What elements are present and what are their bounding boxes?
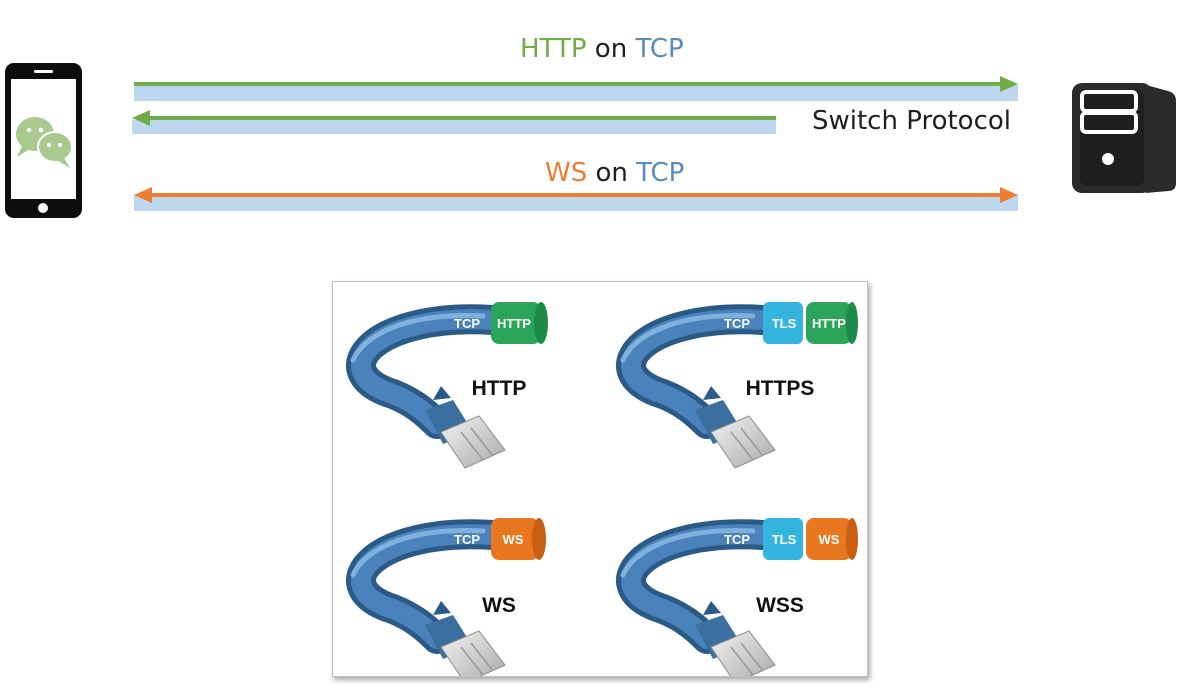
panel3-tag-ws: WS: [503, 532, 524, 547]
panel2-title: HTTPS: [746, 377, 815, 400]
websocket-bidirectional-arrow: [134, 187, 1018, 211]
protocol-stack-image: TCP HTTP HTTP TCP TLS HTTP HTTPS TCP WS …: [332, 281, 868, 677]
svg-text:TCP: TCP: [454, 316, 480, 331]
panel2-tag-tcp: TCP: [724, 316, 750, 331]
panel4-tag-tls: TLS: [772, 532, 797, 547]
flow-on-text-2: on: [587, 158, 637, 188]
panel4-tag-tcp: TCP: [724, 532, 750, 547]
panel1-tag-http: HTTP: [497, 316, 531, 331]
switch-protocol-arrow: [132, 110, 776, 134]
flow-tcp-text-2: TCP: [636, 158, 685, 188]
panel-http: TCP HTTP HTTP: [353, 302, 548, 468]
panel-https: TCP TLS HTTP HTTPS: [623, 302, 858, 468]
flow-label-ws-on-tcp: WS on TCP: [545, 158, 684, 188]
panel-wss: TCP TLS WS WSS: [623, 518, 858, 676]
flow-http-text: HTTP: [520, 34, 587, 64]
panel3-title: WS: [482, 594, 516, 617]
panel2-tag-http: HTTP: [812, 316, 846, 331]
panel-ws: TCP WS WS: [353, 518, 546, 676]
panel2-tag-tls: TLS: [772, 316, 797, 331]
switch-protocol-label: Switch Protocol: [812, 106, 1011, 136]
panel1-title: HTTP: [472, 377, 527, 400]
flow-ws-text: WS: [545, 158, 588, 188]
smartphone-wechat-icon: [5, 63, 82, 218]
flow-on-text: on: [586, 34, 636, 64]
panel1-tag-tcp: TCP: [454, 316, 480, 331]
panel1-http-tag-bg: [491, 302, 541, 344]
flow-label-http-on-tcp: HTTP on TCP: [520, 34, 684, 64]
panel3-tag-tcp: TCP: [454, 532, 480, 547]
panel4-title: WSS: [756, 594, 804, 617]
protocol-stack-illustration: TCP HTTP HTTP TCP TLS HTTP HTTPS TCP WS …: [333, 282, 858, 676]
panel4-tag-ws: WS: [819, 532, 840, 547]
server-tower-icon: [1072, 83, 1176, 193]
flow-tcp-text: TCP: [635, 34, 684, 64]
request-arrow: [134, 76, 1018, 101]
